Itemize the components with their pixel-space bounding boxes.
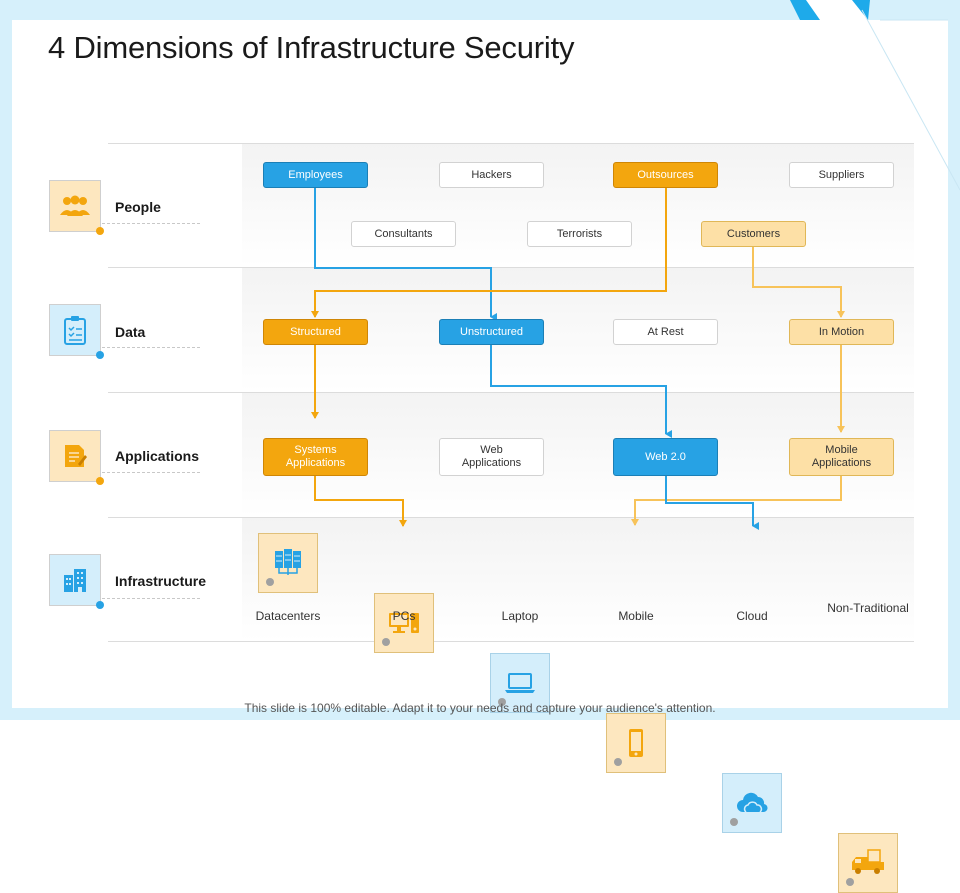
server-rack-icon: [275, 549, 301, 575]
connector-customers-inmotion: [752, 246, 845, 318]
smartphone-icon: [629, 729, 643, 757]
slide-frame-top: [0, 0, 960, 20]
dimension-divider: [102, 347, 200, 348]
document-edit-icon: [49, 430, 104, 485]
laptop-icon: [505, 673, 535, 693]
slide-frame-bottom: [0, 708, 960, 720]
cloud-tile: [722, 773, 782, 833]
node-employees: Employees: [263, 162, 368, 188]
row-separator: [108, 641, 914, 642]
corner-decoration: [790, 0, 960, 191]
node-web-applications: Web Applications: [439, 438, 544, 476]
dimension-label-applications: Applications: [115, 448, 200, 464]
footer-note: This slide is 100% editable. Adapt it to…: [244, 701, 716, 715]
node-unstructured: Unstructured: [439, 319, 544, 345]
node-text: Web Applications: [461, 444, 522, 469]
delivery-truck-icon: [852, 849, 884, 874]
tile-dot: [266, 578, 274, 586]
connector-web2-cloud: [665, 476, 759, 530]
node-web-2-0: Web 2.0: [613, 438, 718, 476]
node-structured: Structured: [263, 319, 368, 345]
infra-label-pcs: PCs: [392, 609, 416, 623]
node-hackers: Hackers: [439, 162, 544, 188]
dimension-label-infrastructure: Infrastructure: [115, 573, 207, 589]
datacenters-tile: [258, 533, 318, 593]
node-mobile-applications: Mobile Applications: [789, 438, 894, 476]
row-separator: [108, 392, 914, 393]
dimension-divider: [102, 223, 200, 224]
node-terrorists: Terrorists: [527, 221, 632, 247]
connector-systems-pcs: [314, 476, 407, 527]
tile-dot: [614, 758, 622, 766]
slide-frame-left: [0, 0, 12, 720]
row-separator: [108, 517, 914, 518]
row-separator: [108, 267, 914, 268]
node-text: Mobile Applications: [811, 444, 872, 469]
pcs-tile: [374, 593, 434, 653]
dimension-label-data: Data: [115, 324, 146, 340]
tile-dot: [382, 638, 390, 646]
node-systems-applications: Systems Applications: [263, 438, 368, 476]
node-consultants: Consultants: [351, 221, 456, 247]
node-outsources: Outsources: [613, 162, 718, 188]
tile-dot: [498, 698, 506, 706]
infra-label-laptop: Laptop: [501, 609, 539, 623]
node-text: Systems Applications: [285, 444, 346, 469]
infrastructure-band: [242, 517, 914, 641]
desktop-pc-icon: [389, 613, 419, 633]
flow-connectors: [311, 188, 845, 530]
tile-dot: [846, 878, 854, 886]
mobile-tile: [606, 713, 666, 773]
node-suppliers: Suppliers: [789, 162, 894, 188]
connector-mobileapps-mobile: [631, 476, 842, 526]
building-icon: [49, 554, 104, 609]
node-customers: Customers: [701, 221, 806, 247]
dimension-divider: [102, 472, 200, 473]
infra-label-datacenters: Datacenters: [255, 609, 321, 623]
connector-outsources-structured: [311, 188, 667, 318]
non-traditional-tile: [838, 833, 898, 893]
page-title: 4 Dimensions of Infrastructure Security: [48, 30, 575, 65]
slide-frame-right: [948, 0, 960, 720]
people-icon: [49, 180, 104, 235]
row-separator: [108, 143, 914, 144]
node-at-rest: At Rest: [613, 319, 718, 345]
tile-dot: [730, 818, 738, 826]
connector-employees-unstructured: [314, 188, 497, 321]
node-in-motion: In Motion: [789, 319, 894, 345]
dimension-divider: [102, 598, 200, 599]
infra-label-cloud: Cloud: [736, 609, 768, 623]
cloud-icon: [737, 792, 768, 813]
dimension-label-people: People: [115, 199, 161, 215]
connector-unstructured-web2: [490, 345, 672, 438]
clipboard-icon: [49, 304, 104, 359]
infra-label-non-traditional: Non-Traditional: [827, 601, 909, 615]
laptop-tile: [490, 653, 550, 713]
infra-label-mobile: Mobile: [618, 609, 654, 623]
